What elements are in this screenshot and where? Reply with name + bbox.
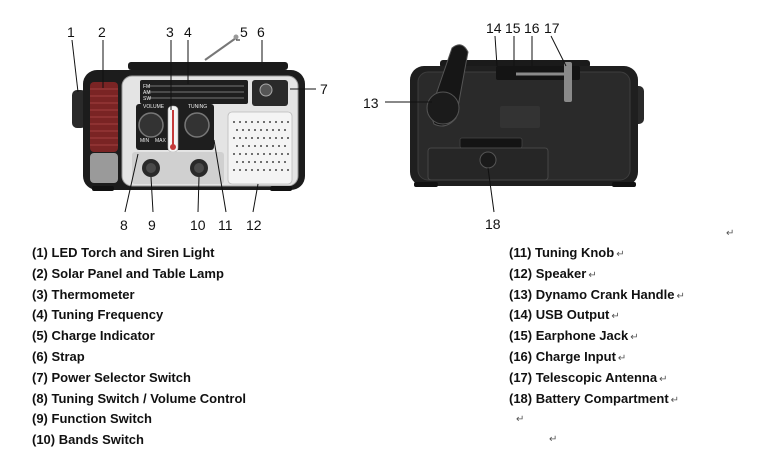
return-mark: ↵ bbox=[659, 373, 668, 385]
band-label-sw: SW bbox=[143, 96, 151, 102]
legend-item-15-text: (15) Earphone Jack bbox=[509, 328, 629, 344]
callout-7: 7 bbox=[320, 81, 328, 97]
back-leader-lines bbox=[385, 35, 567, 213]
legend-item-7: (7) Power Selector Switch bbox=[32, 369, 191, 385]
legend-item-18-text: (18) Battery Compartment bbox=[509, 390, 669, 406]
legend-item-11: (11) Tuning Knob↵ bbox=[509, 243, 685, 264]
battery-compartment-screw bbox=[479, 151, 497, 169]
min-label: MIN bbox=[140, 138, 150, 144]
return-mark-bottom-1: ↵ bbox=[516, 414, 525, 425]
radio-diagram: FM AM SW VOLUME TUNING MIN MAX bbox=[67, 20, 644, 233]
legend-item-12: (12) Speaker↵ bbox=[509, 264, 685, 285]
tuning-knob[interactable] bbox=[184, 112, 210, 138]
legend-item-16-text: (16) Charge Input bbox=[509, 348, 616, 364]
max-label: MAX bbox=[155, 138, 167, 144]
callout-5: 5 bbox=[240, 24, 248, 40]
led-torch bbox=[90, 153, 118, 183]
callout-4: 4 bbox=[184, 24, 192, 40]
legend-item-2: (2) Solar Panel and Table Lamp bbox=[32, 265, 224, 281]
callout-9: 9 bbox=[148, 217, 156, 233]
legend-item-15: (15) Earphone Jack↵ bbox=[509, 326, 685, 347]
tuning-label: TUNING bbox=[188, 104, 207, 110]
side-knob-left bbox=[72, 90, 86, 128]
legend-item-5: (5) Charge Indicator bbox=[32, 328, 155, 344]
radio-back-view bbox=[410, 44, 644, 187]
legend-item-1: (1) LED Torch and Siren Light bbox=[32, 245, 215, 260]
legend-item-12-text: (12) Speaker bbox=[509, 265, 587, 281]
strap-front bbox=[128, 62, 288, 70]
band-label-fm: FM bbox=[143, 84, 150, 90]
back-handle-slot bbox=[459, 137, 523, 149]
legend-item-4: (4) Tuning Frequency bbox=[32, 307, 164, 323]
return-mark-top: ↵ bbox=[726, 228, 735, 239]
callout-16: 16 bbox=[524, 20, 540, 36]
callout-11: 11 bbox=[218, 217, 233, 233]
legend-item-8: (8) Tuning Switch / Volume Control bbox=[32, 390, 247, 406]
front-callout-labels: 1 2 3 4 5 6 7 8 9 10 11 12 bbox=[67, 24, 328, 233]
legend-right-list: (11) Tuning Knob↵ (12) Speaker↵ (13) Dyn… bbox=[509, 243, 685, 409]
band-label-am: AM bbox=[143, 90, 151, 96]
callout-10: 10 bbox=[190, 217, 206, 233]
return-mark: ↵ bbox=[588, 269, 597, 281]
return-mark: ↵ bbox=[670, 394, 680, 406]
legend-left-list: (1) LED Torch and Siren Light (2) Solar … bbox=[32, 243, 246, 451]
legend-item-3: (3) Thermometer bbox=[32, 286, 135, 302]
back-label-plate bbox=[500, 106, 540, 128]
legend-item-17: (17) Telescopic Antenna↵ bbox=[509, 368, 685, 389]
return-mark: ↵ bbox=[630, 332, 639, 344]
legend-item-14: (14) USB Output↵ bbox=[509, 305, 685, 326]
volume-label: VOLUME bbox=[143, 104, 165, 110]
legend-item-10: (10) Bands Switch bbox=[32, 432, 144, 448]
return-mark: ↵ bbox=[611, 311, 620, 323]
legend-item-9: (9) Function Switch bbox=[32, 411, 152, 427]
return-mark-bottom-2: ↵ bbox=[549, 434, 558, 445]
callout-14: 14 bbox=[486, 20, 502, 36]
legend-item-13: (13) Dynamo Crank Handle↵ bbox=[509, 285, 685, 306]
volume-knob[interactable] bbox=[138, 112, 164, 138]
callout-17: 17 bbox=[544, 20, 560, 36]
legend-item-13-text: (13) Dynamo Crank Handle bbox=[509, 286, 675, 302]
legend-item-16: (16) Charge Input↵ bbox=[509, 347, 685, 368]
antenna-front bbox=[204, 37, 237, 61]
radio-front-view: FM AM SW VOLUME TUNING MIN MAX bbox=[72, 34, 305, 191]
legend-item-11-text: (11) Tuning Knob bbox=[509, 245, 615, 260]
legend-item-14-text: (14) USB Output bbox=[509, 307, 610, 323]
back-callout-labels: 13 14 15 16 17 18 bbox=[363, 20, 560, 232]
speaker-holes bbox=[233, 121, 289, 171]
callout-6: 6 bbox=[257, 24, 265, 40]
callout-12: 12 bbox=[246, 217, 262, 233]
callout-15: 15 bbox=[505, 20, 521, 36]
callout-1: 1 bbox=[67, 24, 75, 40]
legend-item-6: (6) Strap bbox=[32, 348, 85, 364]
return-mark: ↵ bbox=[617, 352, 627, 364]
legend-item-17-text: (17) Telescopic Antenna bbox=[509, 369, 658, 385]
callout-18: 18 bbox=[485, 216, 501, 232]
legend-item-18: (18) Battery Compartment↵ bbox=[509, 389, 685, 410]
callout-13: 13 bbox=[363, 95, 379, 111]
callout-8: 8 bbox=[120, 217, 128, 233]
front-leader-lines bbox=[71, 39, 316, 213]
return-mark: ↵ bbox=[676, 290, 685, 302]
telescopic-antenna[interactable] bbox=[564, 62, 572, 102]
return-mark: ↵ bbox=[616, 249, 625, 260]
callout-2: 2 bbox=[98, 24, 106, 40]
power-selector-switch[interactable] bbox=[259, 83, 273, 97]
callout-3: 3 bbox=[166, 24, 174, 40]
